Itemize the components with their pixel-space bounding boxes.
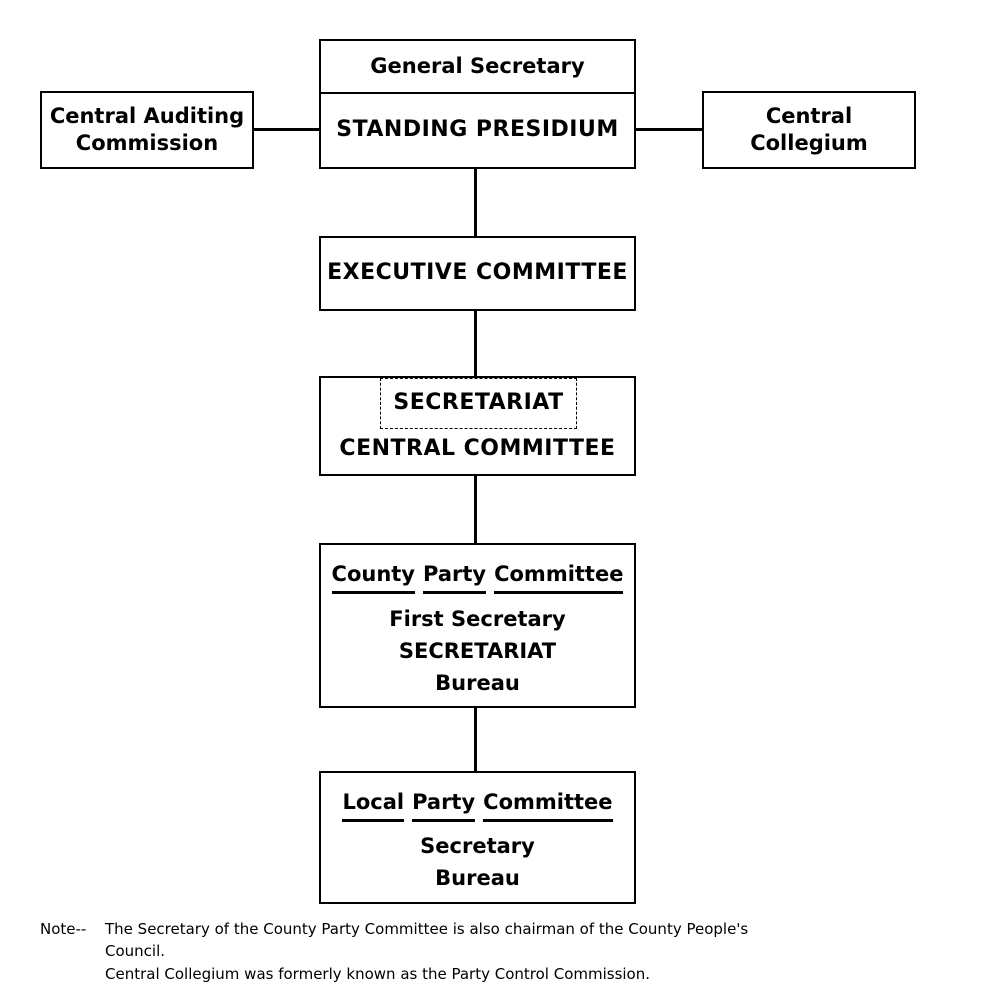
county-title-word: Committee	[494, 561, 624, 595]
connector-right	[634, 128, 704, 131]
central-committee-cell: CENTRAL COMMITTEE	[321, 429, 634, 469]
central-collegium-box: Central Collegium	[702, 91, 916, 169]
collegium-line-2: Collegium	[750, 131, 868, 155]
local-body: Secretary Bureau	[321, 830, 634, 894]
county-secretariat: SECRETARIAT	[398, 639, 557, 663]
local-title-word: Local	[342, 789, 405, 823]
local-title-word: Committee	[483, 789, 613, 823]
local-party-committee-box: Local Party Committee Secretary Bureau	[319, 771, 636, 904]
auditing-line-1: Central Auditing	[49, 103, 245, 128]
auditing-line-2: Commission	[75, 131, 219, 155]
county-title-word: County	[331, 561, 415, 595]
note-line-2: Council.	[105, 942, 166, 960]
connector-presidium-executive	[474, 167, 477, 238]
local-secretary: Secretary	[420, 834, 535, 858]
local-title-row: Local Party Committee	[321, 789, 634, 823]
general-secretary-label: General Secretary	[370, 53, 585, 78]
central-committee-box: SECRETARIAT CENTRAL COMMITTEE	[319, 376, 636, 476]
connector-left	[252, 128, 320, 131]
local-bureau: Bureau	[435, 866, 520, 890]
county-body: First Secretary SECRETARIAT Bureau	[321, 603, 634, 699]
central-committee-label: CENTRAL COMMITTEE	[339, 435, 616, 461]
connector-executive-central	[474, 309, 477, 378]
note-line-3: Central Collegium was formerly known as …	[105, 965, 651, 983]
county-bureau: Bureau	[435, 671, 520, 695]
executive-committee-box: EXECUTIVE COMMITTEE	[319, 236, 636, 311]
standing-presidium-cell: STANDING PRESIDIUM	[321, 94, 634, 167]
note-prefix: Note--	[40, 920, 87, 938]
connector-county-local	[474, 706, 477, 773]
secretariat-dashed-box: SECRETARIAT	[380, 378, 577, 429]
general-secretary-cell: General Secretary	[321, 41, 634, 94]
standing-presidium-label: STANDING PRESIDIUM	[336, 117, 619, 143]
presidium-box: General Secretary STANDING PRESIDIUM	[319, 39, 636, 169]
county-party-committee-box: County Party Committee First Secretary S…	[319, 543, 636, 708]
local-title-word: Party	[412, 789, 476, 823]
county-title-word: Party	[423, 561, 487, 595]
secretariat-label: SECRETARIAT	[393, 390, 564, 416]
collegium-line-1: Central	[765, 103, 853, 128]
executive-committee-label: EXECUTIVE COMMITTEE	[327, 260, 628, 286]
central-auditing-commission-box: Central Auditing Commission	[40, 91, 254, 169]
county-first-secretary: First Secretary	[389, 607, 566, 631]
county-title-row: County Party Committee	[321, 561, 634, 595]
note-line-1: The Secretary of the County Party Commit…	[105, 920, 749, 938]
connector-central-county	[474, 474, 477, 545]
